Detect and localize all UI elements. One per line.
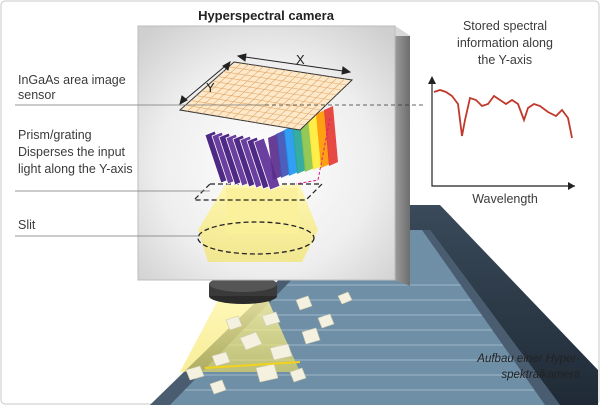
- sensor-label-line1: InGaAs area image: [18, 73, 126, 87]
- prism-grating: [204, 106, 338, 191]
- prism-label-line1: Prism/grating: [18, 128, 92, 142]
- spectrum-band: [300, 118, 314, 172]
- sensor-grid-line: [228, 66, 347, 86]
- sensor-grid-line: [190, 100, 311, 121]
- axis-arrows: [179, 53, 352, 106]
- dispersion-guide: [295, 117, 331, 185]
- sensor-grid-line: [212, 80, 332, 101]
- sensor-label-line2: sensor: [18, 88, 56, 102]
- spectrum-curve: [433, 89, 573, 139]
- spectrum-band: [292, 122, 306, 174]
- sensor-grid-line: [217, 76, 337, 96]
- spectrum-title-line2: information along: [457, 36, 553, 50]
- scan-line: [204, 361, 301, 369]
- spectrum-title-line3: the Y-axis: [478, 53, 532, 67]
- spectrum-band: [316, 110, 330, 168]
- spectrum-graph: [428, 76, 575, 190]
- caption-line1: Aufbau einer Hyper-: [476, 353, 580, 365]
- sensor-grid-line: [201, 90, 321, 111]
- spectrum-band: [268, 134, 282, 180]
- leader-lines: [15, 104, 265, 237]
- slit-label: Slit: [18, 218, 36, 232]
- slit-plane: [192, 183, 324, 201]
- slit-ellipse: [197, 221, 315, 255]
- spectrum-band: [284, 126, 298, 176]
- caption-line2: spektralkamera: [501, 369, 580, 381]
- slit-light: [226, 188, 298, 234]
- spectrum-xlabel: Wavelength: [472, 192, 538, 206]
- spectrum-band: [308, 114, 322, 170]
- sensor-grid-line: [223, 71, 342, 91]
- belt-objects: [185, 291, 353, 395]
- sensor-grid-line: [185, 104, 306, 126]
- spectrum-band: [324, 106, 338, 166]
- spectrum-title-line1: Stored spectral: [463, 19, 547, 33]
- sensor-grid-line: [206, 85, 327, 106]
- axis-x-label: X: [296, 52, 305, 67]
- prism-label-line2: Disperses the input: [18, 145, 126, 159]
- axis-y-label: Y: [206, 80, 215, 95]
- diagram-title: Hyperspectral camera: [198, 8, 335, 23]
- sensor-grid: [178, 61, 354, 131]
- prism-label-line3: light along the Y-axis: [18, 162, 133, 176]
- spectrum-band: [276, 130, 290, 178]
